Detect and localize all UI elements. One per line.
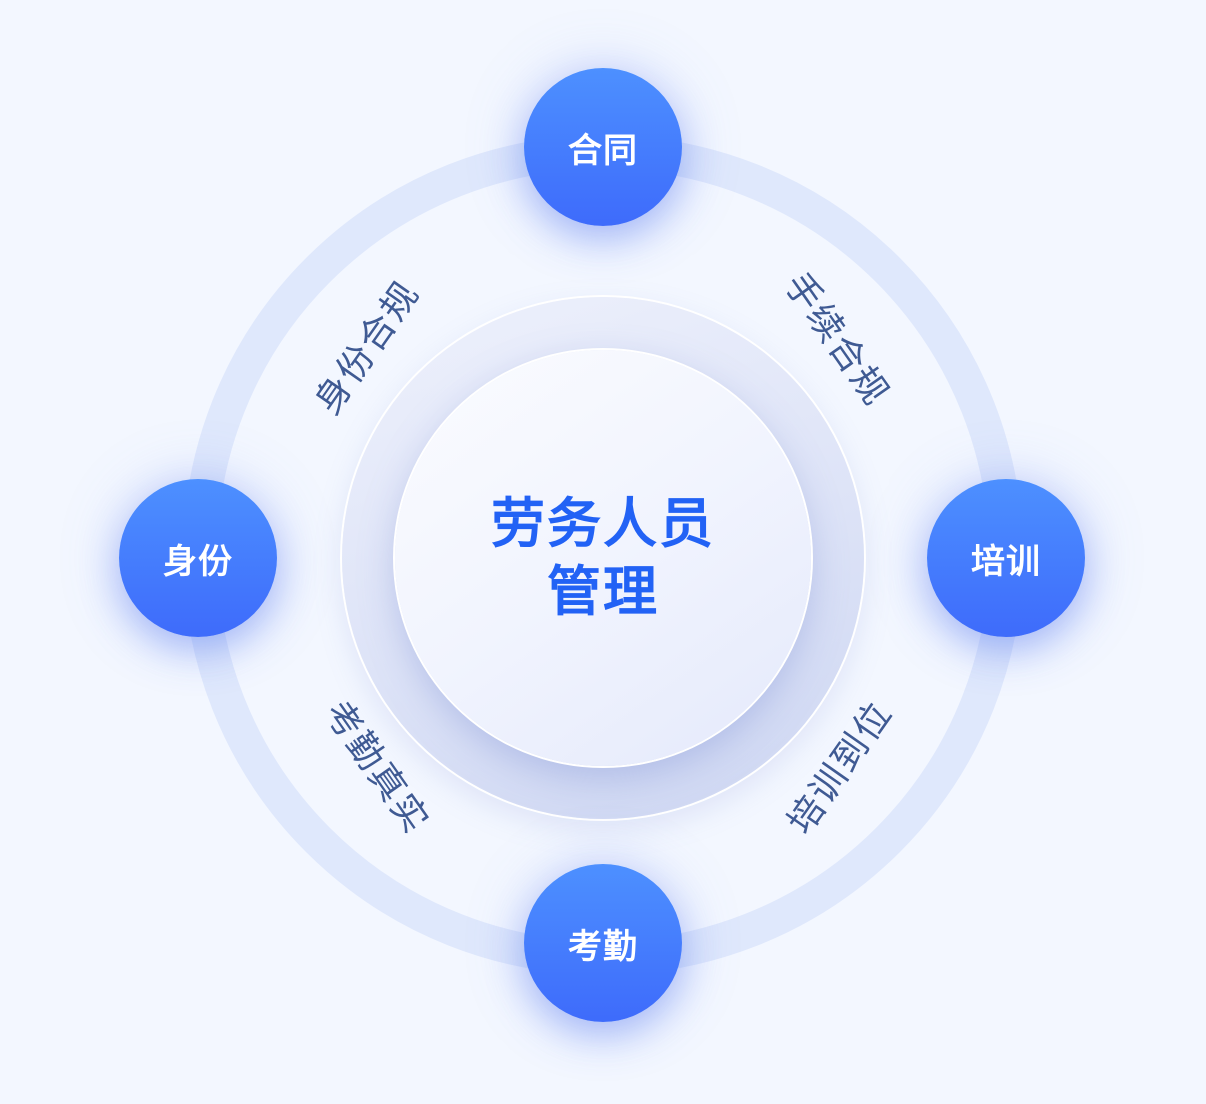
node-label: 身份 [163,541,233,582]
node-label: 合同 [568,130,638,171]
node-label: 考勤 [568,926,638,967]
node-contract[interactable]: 合同 [524,68,682,226]
center-title-line2: 管理 [547,560,659,623]
center-title-line1: 劳务人员 [491,492,715,555]
node-label: 培训 [971,541,1041,582]
node-training[interactable]: 培训 [927,479,1085,637]
center-disc: 劳务人员 管理 [395,350,811,766]
node-identity[interactable]: 身份 [119,479,277,637]
node-attendance[interactable]: 考勤 [524,864,682,1022]
